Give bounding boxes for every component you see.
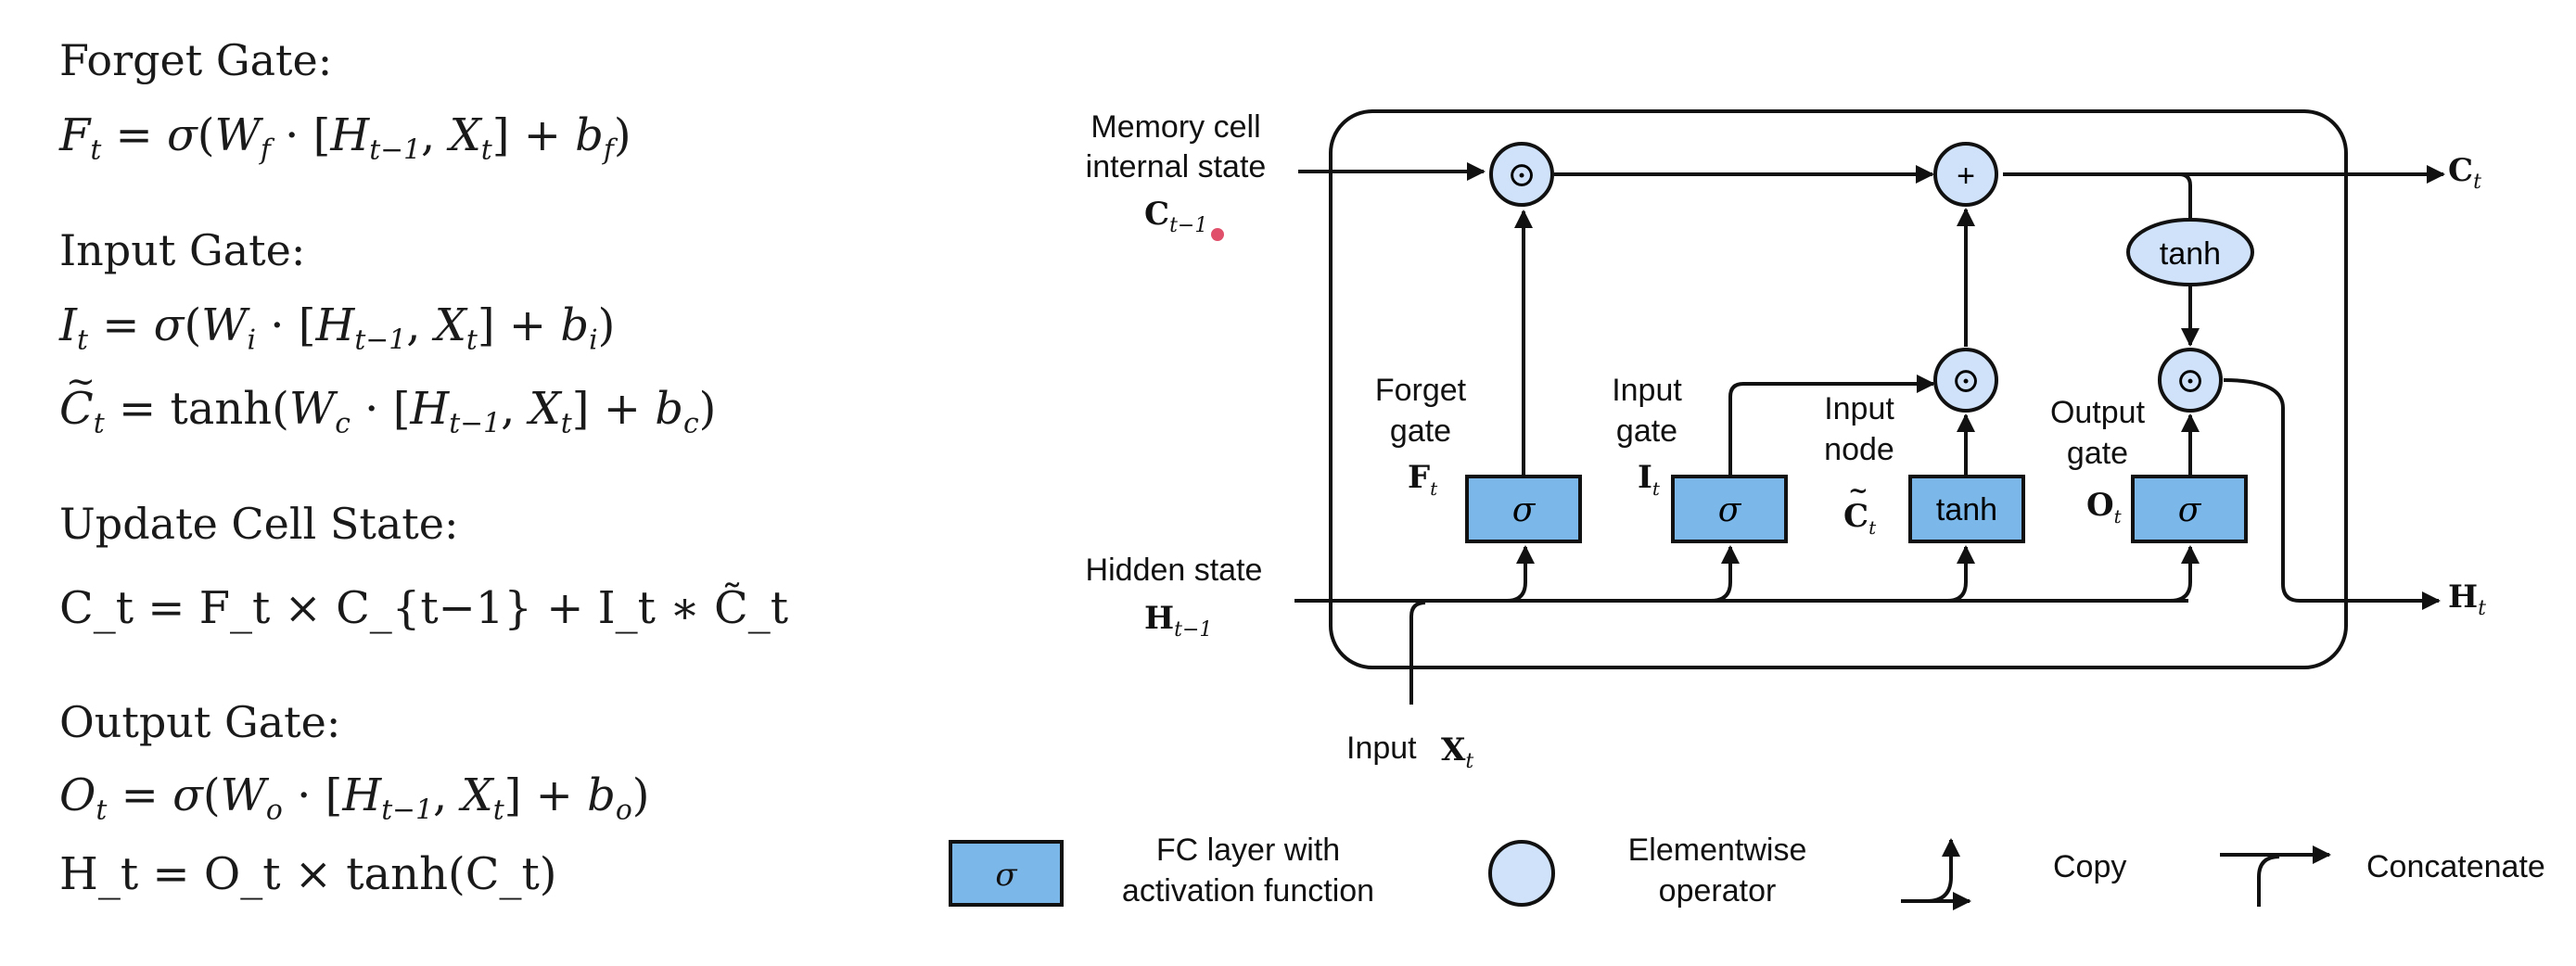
candidate-symbol: Ct: [1843, 498, 1877, 539]
memory-cell-label-line2: internal state: [1086, 149, 1267, 184]
output-mult-operator: ⊙: [2158, 348, 2223, 413]
x-in-symbol: Xt: [1441, 731, 1473, 773]
input-gate-label-line2: gate: [1616, 413, 1677, 449]
legend-elem-label-line2: operator: [1659, 873, 1777, 909]
svg-text:σ: σ: [2178, 491, 2202, 529]
forget-symbol: Ft: [1408, 459, 1438, 500]
input-gate-heading: Input Gate:: [59, 225, 306, 275]
svg-text:⊙: ⊙: [2175, 360, 2205, 400]
input-node-box: tanh: [1908, 475, 2025, 543]
input-mult-operator: ⊙: [1933, 348, 1998, 413]
svg-text:σ: σ: [1718, 491, 1742, 529]
hidden-state-label: Hidden state: [1086, 553, 1263, 588]
h-out-symbol: Ht: [2448, 578, 2486, 620]
legend: σ FC layer with activation function Elem…: [949, 833, 2545, 910]
legend-concatenate: Concatenate: [2220, 845, 2545, 907]
legend-concatenate-label: Concatenate: [2366, 849, 2545, 884]
candidate-equation: Ct = tanh(Wc · [Ht−1, Xt] + bc): [59, 361, 716, 438]
candidate-tilde: ~: [1848, 477, 1868, 505]
forget-gate-heading: Forget Gate:: [59, 35, 333, 85]
pointer-dot: [1211, 228, 1224, 241]
output-symbol: Ot: [2086, 487, 2123, 527]
output-gate-label-line1: Output: [2050, 395, 2146, 430]
update-cell-equation: C_t = F_t × C_{t−1} + I_t ∗ C̃_t: [59, 582, 789, 634]
input-node-label-line1: Input: [1824, 391, 1894, 426]
c-prev-symbol: Ct−1: [1144, 196, 1207, 237]
ht-output-arrow: [2223, 378, 2441, 610]
to-forget-gate-arrow: [1506, 545, 1535, 603]
input-gate-box: σ: [1671, 475, 1788, 543]
forget-gate-label-line1: Forget: [1375, 373, 1467, 408]
add-to-tanh-wire: [2003, 172, 2192, 219]
legend-fc-label-line2: activation function: [1122, 873, 1374, 909]
legend-elementwise: Elementwise operator: [1488, 833, 1807, 909]
update-cell-heading: Update Cell State:: [59, 499, 459, 549]
forget-gate-label-line2: gate: [1390, 413, 1451, 449]
svg-text:+: +: [1957, 159, 1975, 194]
input-gate-equation: It = σ(Wi · [Ht−1, Xt] + bi): [59, 299, 616, 357]
legend-fc-layer: σ FC layer with activation function: [949, 833, 1374, 909]
legend-copy-label: Copy: [2053, 849, 2126, 884]
hidden-state-equation: H_t = O_t × tanh(C_t): [59, 848, 557, 900]
svg-text:σ: σ: [1512, 491, 1537, 529]
svg-text:tanh: tanh: [1936, 492, 1997, 527]
input-label: Input: [1346, 731, 1417, 766]
forget-gate-equation: Ft = σ(Wf · [Ht−1, Xt] + bf): [59, 109, 631, 167]
c-out-symbol: Ct: [2448, 152, 2481, 194]
output-gate-label-line2: gate: [2067, 436, 2128, 471]
cell-boundary: [1329, 109, 2348, 669]
add-operator: +: [1933, 142, 1998, 207]
output-gate-box: σ: [2131, 475, 2248, 543]
svg-text:⊙: ⊙: [1507, 154, 1537, 195]
input-node-label-line2: node: [1824, 432, 1894, 467]
input-symbol: It: [1638, 459, 1661, 500]
output-gate-equation: Ot = σ(Wo · [Ht−1, Xt] + bo): [59, 769, 650, 827]
equations-panel: Forget Gate: Ft = σ(Wf · [Ht−1, Xt] + bf…: [0, 0, 927, 966]
legend-copy: Copy: [1901, 838, 2126, 910]
h-prev-symbol: Ht−1: [1144, 600, 1212, 642]
to-input-gate-arrow: [1710, 545, 1740, 603]
to-input-node-arrow: [1946, 545, 1975, 603]
forget-mult-operator: ⊙: [1489, 142, 1554, 207]
tanh-ellipse-operator: tanh: [2126, 218, 2254, 286]
output-gate-heading: Output Gate:: [59, 697, 341, 747]
legend-fc-label-line1: FC layer with: [1156, 833, 1340, 868]
memory-cell-label-line1: Memory cell: [1090, 109, 1260, 145]
forget-gate-box: σ: [1465, 475, 1582, 543]
connection-wires: [1294, 162, 2445, 705]
svg-text:tanh: tanh: [2160, 236, 2221, 272]
input-gate-to-mult-arrow: [1728, 375, 1935, 477]
svg-text:σ: σ: [995, 857, 1017, 894]
lstm-diagram: ⊙ + ⊙ ⊙ tanh σ σ tanh σ Memory cell inte…: [949, 109, 2545, 910]
input-x-concat-wire: [1409, 601, 1426, 705]
input-gate-label-line1: Input: [1612, 373, 1682, 408]
to-output-gate-arrow: [2169, 545, 2200, 603]
svg-text:⊙: ⊙: [1951, 360, 1981, 400]
legend-elem-label-line1: Elementwise: [1628, 833, 1807, 868]
